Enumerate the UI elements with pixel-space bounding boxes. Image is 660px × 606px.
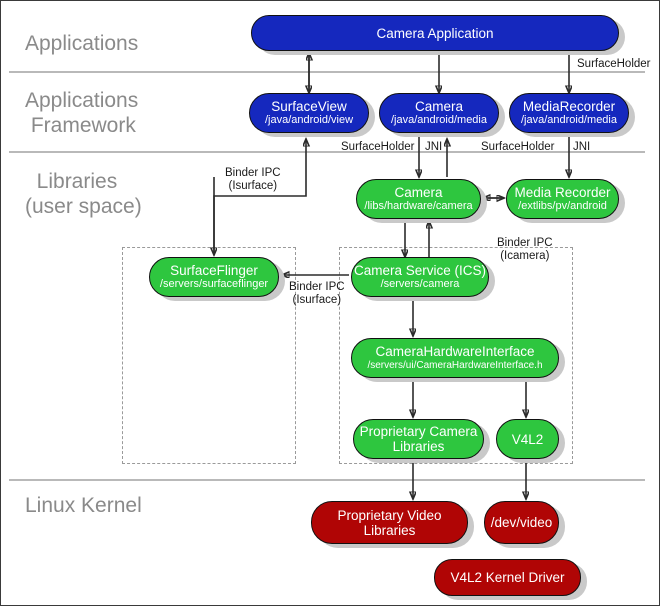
- node-camera-java[interactable]: Camera /java/android/media: [379, 93, 499, 133]
- node-title: Camera: [394, 185, 443, 200]
- layer-label-linux-kernel: Linux Kernel: [25, 494, 142, 517]
- node-subtitle: /servers/camera: [380, 278, 460, 290]
- node-title: Media Recorder: [514, 185, 611, 200]
- node-v4l2[interactable]: V4L2: [496, 419, 559, 459]
- annotation-binder-ipc-isurface-upper: Binder IPC (Isurface): [225, 167, 281, 192]
- layer-label-applications: Applications: [25, 32, 139, 55]
- group-surfaceflinger: [122, 247, 296, 464]
- node-subtitle: /java/android/view: [264, 114, 354, 126]
- node-title: Camera: [414, 99, 463, 114]
- node-camera-service[interactable]: Camera Service (ICS) /servers/camera: [351, 257, 489, 297]
- node-dev-video[interactable]: /dev/video: [484, 501, 559, 544]
- node-v4l2-kernel-driver[interactable]: V4L2 Kernel Driver: [434, 559, 581, 596]
- node-title: SurfaceFlinger: [170, 263, 258, 278]
- node-camera-application[interactable]: Camera Application: [251, 15, 619, 51]
- node-title: Camera Application: [376, 25, 494, 41]
- node-subtitle: /servers/surfaceflinger: [159, 278, 269, 290]
- annotation-binder-ipc-icamera: Binder IPC (Icamera): [497, 237, 553, 262]
- node-proprietary-video-libraries[interactable]: Proprietary Video Libraries: [311, 501, 468, 544]
- layer-separator-framework: [9, 151, 645, 153]
- node-camerahardwareinterface[interactable]: CameraHardwareInterface /servers/ui/Came…: [351, 338, 559, 378]
- annotation-surfaceholder-camera: SurfaceHolder: [341, 141, 415, 153]
- node-title: /dev/video: [490, 515, 553, 530]
- layer-label-libraries: Libraries (user space): [25, 170, 142, 218]
- node-proprietary-camera-libraries[interactable]: Proprietary Camera Libraries: [353, 419, 484, 459]
- node-subtitle: Libraries: [392, 439, 445, 454]
- annotation-binder-ipc-isurface-lower: Binder IPC (Isurface): [289, 281, 345, 306]
- node-title: Camera Service (ICS): [353, 263, 487, 278]
- node-title: SurfaceView: [271, 99, 347, 114]
- node-title: CameraHardwareInterface: [375, 344, 535, 359]
- node-subtitle: Libraries: [363, 522, 416, 538]
- node-title: V4L2: [511, 431, 544, 447]
- node-subtitle: /java/android/media: [390, 114, 487, 126]
- node-subtitle: /java/android/media: [520, 114, 617, 126]
- annotation-jni-mediarecorder: JNI: [573, 141, 591, 153]
- node-surfaceview[interactable]: SurfaceView /java/android/view: [249, 93, 369, 133]
- annotation-jni-camera: JNI: [425, 141, 443, 153]
- node-title: V4L2 Kernel Driver: [450, 570, 565, 585]
- node-subtitle: /extlibs/pv/android: [518, 200, 607, 212]
- node-surfaceflinger[interactable]: SurfaceFlinger /servers/surfaceflinger: [149, 257, 279, 297]
- layer-separator-kernel: [9, 479, 645, 481]
- node-media-recorder-lib[interactable]: Media Recorder /extlibs/pv/android: [506, 179, 619, 219]
- node-subtitle: /servers/ui/CameraHardwareInterface.h: [367, 360, 543, 371]
- node-title: Proprietary Video: [337, 507, 442, 523]
- node-subtitle: /libs/hardware/camera: [364, 200, 473, 212]
- node-camera-lib[interactable]: Camera /libs/hardware/camera: [356, 179, 481, 219]
- layer-separator-applications: [9, 71, 645, 73]
- group-camera-service: [339, 247, 573, 464]
- node-title: MediaRecorder: [522, 99, 616, 114]
- annotation-surfaceholder-mediarecorder: SurfaceHolder: [481, 141, 555, 153]
- layer-label-applications-framework: Applications Framework: [25, 89, 139, 137]
- annotation-surfaceholder-app-to-mediarecorder: SurfaceHolder: [577, 58, 651, 70]
- node-title: Proprietary Camera: [359, 424, 478, 439]
- node-mediarecorder-java[interactable]: MediaRecorder /java/android/media: [509, 93, 629, 133]
